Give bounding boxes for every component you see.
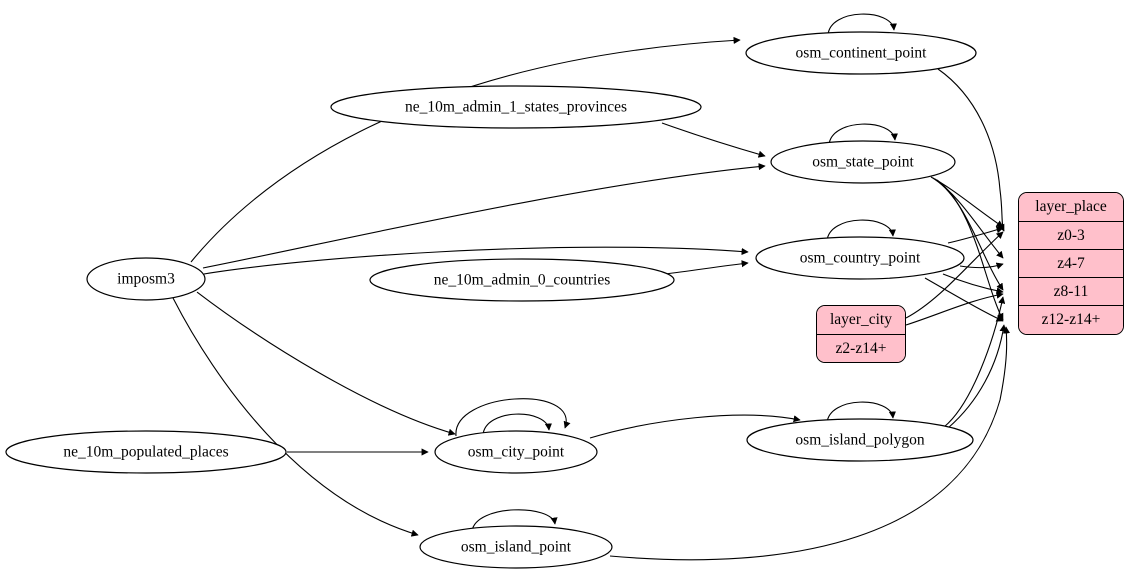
edge-layer_city-to-layer_place-z0_3	[905, 231, 1004, 319]
edge-osm_state_point-self-loop	[828, 123, 898, 146]
edge-imposm3-to-osm_state_point	[202, 163, 766, 269]
node-osm_country_point-shape[interactable]	[755, 236, 965, 280]
record-cell-layer_city-header: layer_city	[817, 306, 905, 335]
edge-osm_city_point-outer-loop	[455, 398, 571, 437]
record-node-layer_city[interactable]: layer_city z2-z14+	[816, 305, 906, 363]
node-osm_island_point-shape[interactable]	[419, 525, 613, 569]
node-osm_island_polygon[interactable]: osm_island_polygon	[746, 418, 974, 462]
record-cell-layer_place-z0-3[interactable]: z0-3	[1019, 222, 1123, 250]
node-osm_island_point[interactable]: osm_island_point	[419, 525, 613, 569]
edge-osm_city_point-to-osm_island_polygon	[589, 414, 801, 439]
edge-osm_island_polygon-to-layer_place-z12_z14	[947, 324, 1007, 429]
node-osm_state_point-shape[interactable]	[770, 140, 956, 184]
edge-ne_admin_0_countries-to-osm_country_point	[664, 260, 749, 275]
record-cell-layer_place-z12-z14plus[interactable]: z12-z14+	[1019, 306, 1123, 334]
edge-osm_state_point-to-layer_place-z8_11	[934, 178, 1004, 291]
node-imposm3[interactable]: imposm3	[86, 257, 206, 301]
edge-imposm3-to-osm_city_point	[196, 291, 456, 436]
edge-osm_island_point-self-loop	[471, 509, 558, 532]
edge-osm_island_point-to-layer_place-z12_z14	[609, 326, 1011, 561]
node-ne_10m_populated_places-shape[interactable]	[5, 430, 287, 474]
edge-osm_country_point-to-layer_place-z0_3	[947, 226, 1004, 244]
edge-osm_island_polygon-to-layer_place-z8_11	[943, 296, 1006, 428]
edge-osm_city_point-self-loop	[482, 413, 552, 436]
node-osm_country_point[interactable]: osm_country_point	[755, 236, 965, 280]
edge-osm_continent_point-self-loop	[827, 13, 897, 36]
edge-imposm3-to-osm_continent_point	[190, 36, 741, 263]
edge-ne_states_provinces-to-osm_state_point	[661, 122, 766, 158]
node-osm_city_point[interactable]: osm_city_point	[434, 430, 598, 474]
node-osm_continent_point-shape[interactable]	[745, 31, 977, 75]
node-ne_10m_admin_1_states_provinces-shape[interactable]	[330, 85, 702, 129]
edge-imposm3-to-osm_country_point	[203, 246, 749, 275]
node-osm_state_point[interactable]: osm_state_point	[770, 140, 956, 184]
edge-osm_country_point-self-loop	[826, 219, 896, 242]
edge-osm_country_point-to-layer_place-z8_11	[942, 273, 1004, 295]
edge-osm_state_point-to-layer_place-z12_z14	[936, 179, 1004, 321]
record-cell-layer_place-z4-7[interactable]: z4-7	[1019, 250, 1123, 278]
edge-osm_island_polygon-self-loop	[826, 401, 896, 424]
record-cell-layer_place-z8-11[interactable]: z8-11	[1019, 278, 1123, 306]
record-cell-layer_city-z2-z14plus[interactable]: z2-z14+	[817, 335, 905, 362]
node-ne_10m_admin_0_countries[interactable]: ne_10m_admin_0_countries	[369, 258, 675, 302]
edge-osm_country_point-to-layer_place-z4_7	[959, 262, 1004, 270]
node-osm_island_polygon-shape[interactable]	[746, 418, 974, 462]
node-osm_city_point-shape[interactable]	[434, 430, 598, 474]
record-node-layer_place[interactable]: layer_place z0-3 z4-7 z8-11 z12-z14+	[1018, 192, 1124, 335]
edge-osm_continent_point-to-layer_place-z0_3	[937, 68, 1005, 232]
edge-layer_city-to-layer_place-z8_11	[905, 291, 1004, 326]
node-imposm3-shape[interactable]	[86, 257, 206, 301]
node-ne_10m_admin_0_countries-shape[interactable]	[369, 258, 675, 302]
node-ne_10m_populated_places[interactable]: ne_10m_populated_places	[5, 430, 287, 474]
node-ne_10m_admin_1_states_provinces[interactable]: ne_10m_admin_1_states_provinces	[330, 85, 702, 129]
edge-imposm3-to-osm_island_point	[172, 297, 419, 537]
record-cell-layer_place-header: layer_place	[1019, 193, 1123, 222]
node-osm_continent_point[interactable]: osm_continent_point	[745, 31, 977, 75]
